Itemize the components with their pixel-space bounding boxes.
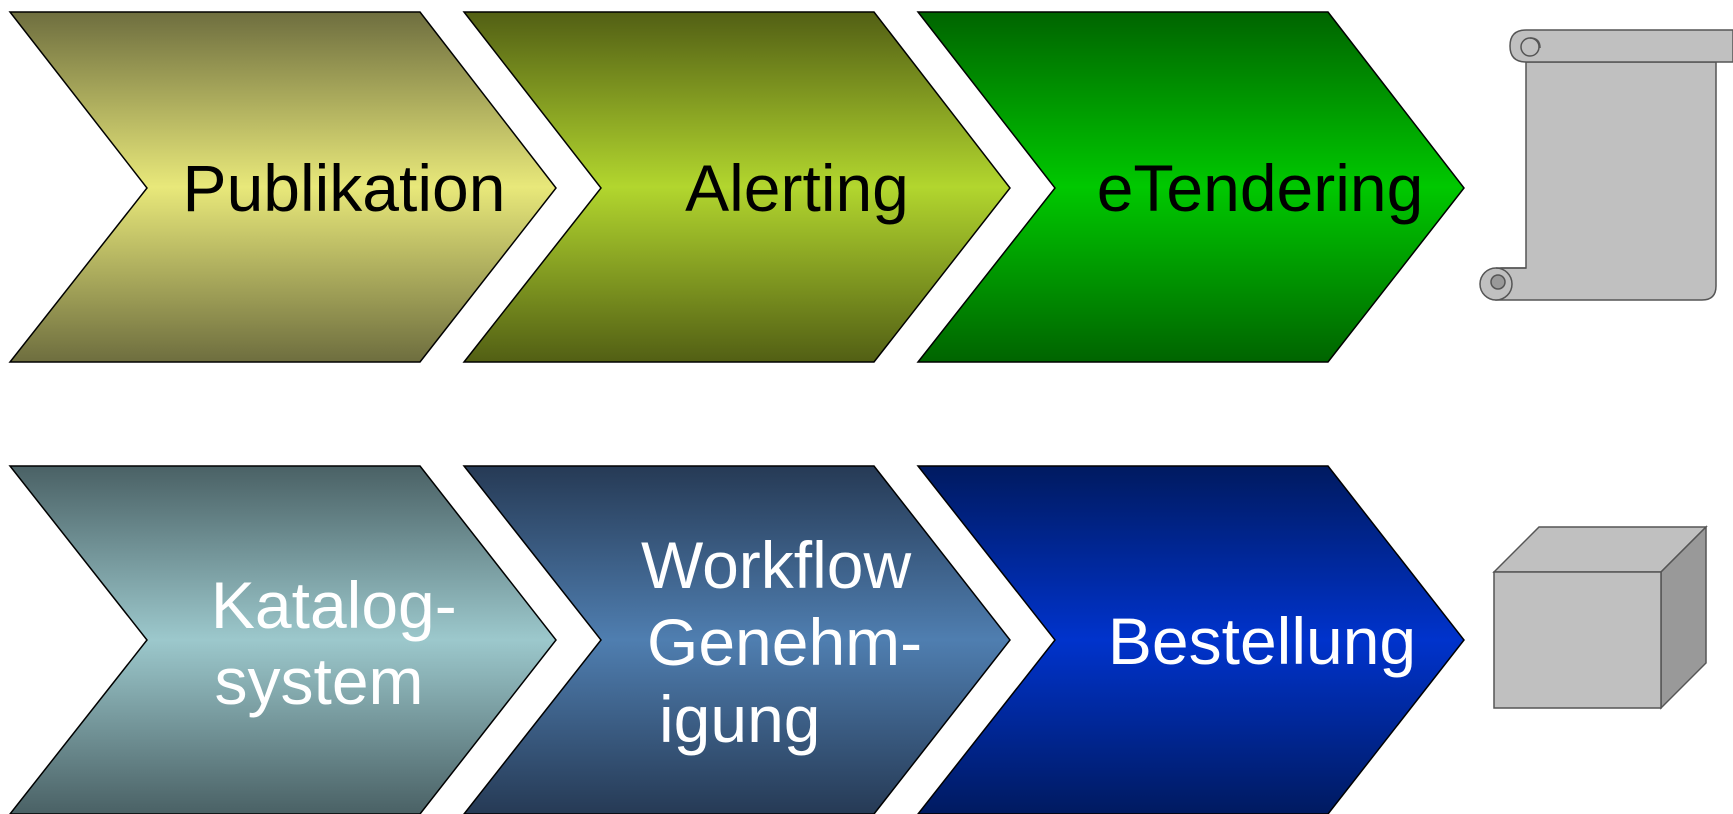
chevron-label-line: Alerting <box>685 151 909 225</box>
scroll-icon <box>1479 29 1733 301</box>
chevron-label-line: Genehm- <box>647 605 922 679</box>
chevron-label-line: Workflow <box>641 528 911 602</box>
process-row-bottom: Katalog- system Workflow Genehm- igung B… <box>8 465 1708 814</box>
chevron-label: eTendering <box>1097 151 1424 225</box>
chevron-label-line: eTendering <box>1097 151 1424 225</box>
chevron-label-line: igung <box>659 682 821 756</box>
chevron-label-line: Katalog- <box>211 568 457 642</box>
chevron-katalogsystem: Katalog- system <box>8 465 557 814</box>
chevron-publikation: Publikation <box>8 11 557 363</box>
chevron-label: Publikation <box>183 151 506 225</box>
chevron-label-line: Publikation <box>183 151 506 225</box>
chevron-etendering: eTendering <box>916 11 1465 363</box>
cube-icon <box>1492 525 1708 710</box>
chevron-label: Alerting <box>685 151 909 225</box>
chevron-label: Bestellung <box>1108 604 1416 678</box>
chevron-label: Katalog- system <box>211 568 475 718</box>
process-row-top: Publikation Alerting eTendering <box>8 11 1733 363</box>
chevron-alerting: Alerting <box>462 11 1011 363</box>
chevron-workflow-genehmigung: Workflow Genehm- igung <box>462 465 1011 814</box>
chevron-label: Workflow Genehm- igung <box>641 528 940 756</box>
chevron-label-line: Bestellung <box>1108 604 1416 678</box>
chevron-bestellung: Bestellung <box>916 465 1465 814</box>
chevron-label-line: system <box>214 644 423 718</box>
